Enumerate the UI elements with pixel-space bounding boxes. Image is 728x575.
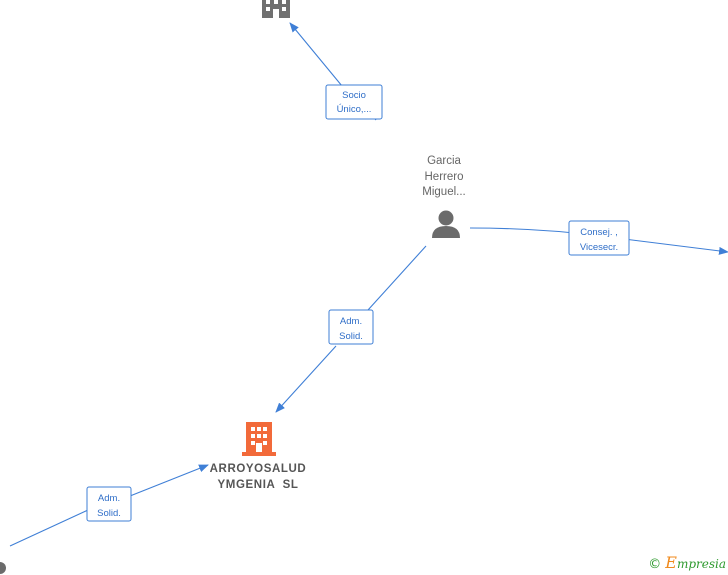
edge-label-socio-unico[interactable]: Socio Único,... xyxy=(325,84,383,120)
person-name-line-3: Miguel... xyxy=(422,186,465,198)
edge-adm-solid-person xyxy=(276,245,427,412)
edge-label-adm-solid-person[interactable]: Adm. Solid. xyxy=(328,309,374,345)
person-name-line-1: Garcia xyxy=(427,155,461,167)
company-name-line-2: YMGENIA SL xyxy=(218,479,299,491)
edge-adm-solid-bottom xyxy=(9,465,208,547)
main-company-node[interactable]: ARROYOSALUD YMGENIA SL xyxy=(210,422,307,491)
empresia-watermark: ©Empresia xyxy=(648,553,726,572)
person-name-line-2: Herrero xyxy=(425,171,464,183)
edge-label-line-2: Solid. xyxy=(97,508,121,519)
person-icon xyxy=(0,562,6,574)
top-company-node[interactable] xyxy=(262,0,290,18)
brand-name: mpresia xyxy=(676,557,726,571)
edge-label-line-1: Consej. , xyxy=(580,227,618,238)
person-icon xyxy=(432,210,460,238)
edge-label-adm-solid-bottom[interactable]: Adm. Solid. xyxy=(86,486,132,522)
building-icon xyxy=(262,0,290,18)
edge-label-line-1: Socio xyxy=(342,90,366,101)
edge-label-line-2: Único,... xyxy=(337,104,372,115)
copyright-icon: © xyxy=(648,557,662,572)
brand-initial: E xyxy=(665,553,677,572)
edge-label-consej-vicesecr[interactable]: Consej. , Vicesecr. xyxy=(568,220,630,256)
building-icon xyxy=(242,422,276,456)
edge-label-line-1: Adm. xyxy=(98,493,120,504)
edge-label-line-2: Solid. xyxy=(339,331,363,342)
person-node[interactable]: Garcia Herrero Miguel... xyxy=(422,155,466,238)
bottom-left-person-node[interactable] xyxy=(0,562,6,574)
edge-label-line-1: Adm. xyxy=(340,316,362,327)
edge-label-line-2: Vicesecr. xyxy=(580,242,618,253)
company-name-line-1: ARROYOSALUD xyxy=(210,463,307,475)
